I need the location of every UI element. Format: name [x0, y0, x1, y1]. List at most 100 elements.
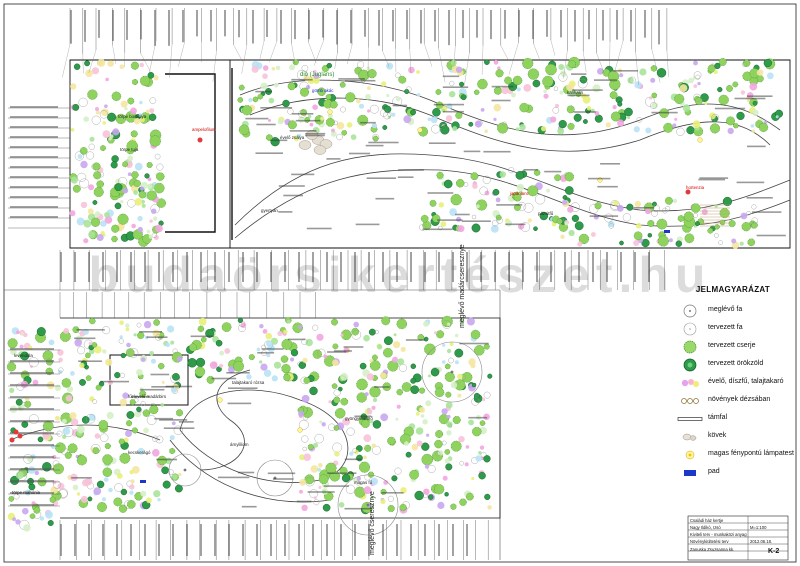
perennial-mark	[137, 215, 143, 222]
plan-text-mark	[381, 492, 404, 494]
planned-tree-mark	[74, 151, 85, 161]
evergreen-mark	[444, 492, 449, 497]
perennial-mark	[639, 68, 647, 76]
planned-tree-mark	[149, 97, 157, 104]
perennial-mark	[701, 209, 708, 215]
shrub-mark	[554, 174, 562, 182]
shrub-mark	[100, 145, 106, 152]
perennial-mark	[119, 320, 124, 326]
callout-leader	[500, 45, 509, 61]
perennial-mark	[740, 90, 746, 95]
perennial-mark	[277, 118, 284, 125]
plan-text-mark	[154, 417, 173, 420]
bench-icon	[684, 470, 696, 476]
perennial-mark	[455, 66, 463, 73]
planned-tree-mark	[345, 484, 356, 494]
shrub-mark	[512, 75, 523, 86]
shrub-mark	[372, 135, 379, 142]
plan-text-mark	[227, 402, 252, 405]
perennial-mark	[69, 210, 76, 217]
label-existing-bird-cherry: meglévő madárcseresznye	[459, 244, 466, 328]
perennial-mark	[265, 332, 273, 340]
shrub-mark	[650, 65, 658, 72]
callout-text-mark	[10, 504, 54, 506]
perennial-mark	[147, 177, 152, 182]
evergreen-mark	[73, 63, 81, 70]
planned-tree-mark	[28, 414, 39, 424]
perennial-mark	[353, 321, 360, 328]
plan-text-mark	[241, 505, 257, 508]
planned-tree-mark	[117, 176, 128, 187]
perennial-mark	[149, 351, 154, 356]
perennial-mark	[65, 395, 73, 402]
perennial-mark	[370, 477, 379, 486]
perennial-mark	[746, 98, 751, 103]
perennial-mark	[263, 369, 272, 377]
perennial-mark	[105, 77, 109, 82]
label-spindle: kecskerágó	[128, 450, 151, 455]
perennial-mark	[404, 441, 409, 446]
perennial-mark	[457, 225, 465, 233]
perennial-mark	[727, 127, 734, 135]
perennial-mark	[446, 421, 453, 428]
callout-text-mark	[574, 10, 576, 42]
shrub-mark	[331, 318, 338, 326]
perennial-mark	[140, 490, 147, 497]
plan-text-mark	[374, 386, 390, 388]
plan-text-mark	[567, 94, 590, 97]
evergreen-mark	[410, 377, 417, 384]
shrub-mark	[91, 342, 98, 348]
shrub-mark	[470, 172, 479, 181]
planned-tree-mark	[622, 213, 632, 222]
callout-text-mark	[252, 10, 254, 44]
perennial-mark	[139, 117, 145, 123]
lamp-mark	[297, 427, 303, 433]
evergreen-mark	[148, 113, 157, 122]
shrub-mark	[93, 186, 104, 198]
callout-text-mark	[10, 176, 58, 178]
perennial-mark	[302, 357, 308, 363]
evergreen-mark	[383, 336, 393, 346]
plan-text-mark	[597, 185, 618, 188]
perennial-mark	[318, 485, 322, 489]
evergreen-mark	[126, 411, 135, 419]
plan-text-mark	[651, 111, 678, 114]
shrub-mark	[357, 114, 369, 126]
plan-text-mark	[333, 350, 352, 352]
callout-text-mark	[546, 10, 548, 37]
shrub-mark	[452, 415, 461, 425]
plan-text-mark	[278, 185, 305, 187]
callout-text-mark	[214, 524, 216, 556]
perennial-mark	[617, 119, 625, 127]
planned-tree-mark	[395, 72, 401, 79]
bench-mark	[664, 230, 670, 233]
callout-text-mark	[298, 524, 300, 556]
tb-drawing: Kiviteli terv - munkaközi anyag	[690, 532, 747, 537]
plan-text-mark	[461, 220, 491, 222]
evergreen-mark	[579, 75, 588, 84]
perennial-mark	[400, 487, 407, 494]
shrub-mark	[67, 443, 78, 454]
shrub-mark	[401, 382, 412, 392]
perennial-mark	[523, 84, 532, 92]
shrub-mark	[92, 447, 100, 455]
plan-text-mark	[305, 132, 326, 135]
perennial-mark	[434, 331, 437, 335]
perennial-mark	[554, 103, 560, 108]
perennial-mark	[377, 344, 383, 350]
perennial-mark	[370, 496, 374, 500]
callout-text-mark	[172, 524, 174, 556]
shrub-mark	[29, 513, 36, 520]
perennial-mark	[260, 363, 268, 371]
callout-text-mark	[10, 372, 54, 374]
perennial-mark	[627, 116, 631, 120]
perennial-mark	[697, 81, 701, 86]
shrub-mark	[283, 373, 291, 382]
plan-text-mark	[76, 329, 105, 331]
perennial-mark	[170, 386, 178, 393]
shrub-mark	[24, 400, 32, 408]
perennial-mark	[129, 470, 134, 475]
plan-text-mark	[71, 477, 92, 479]
shrub-mark	[221, 322, 232, 332]
shrub-mark	[445, 391, 452, 398]
